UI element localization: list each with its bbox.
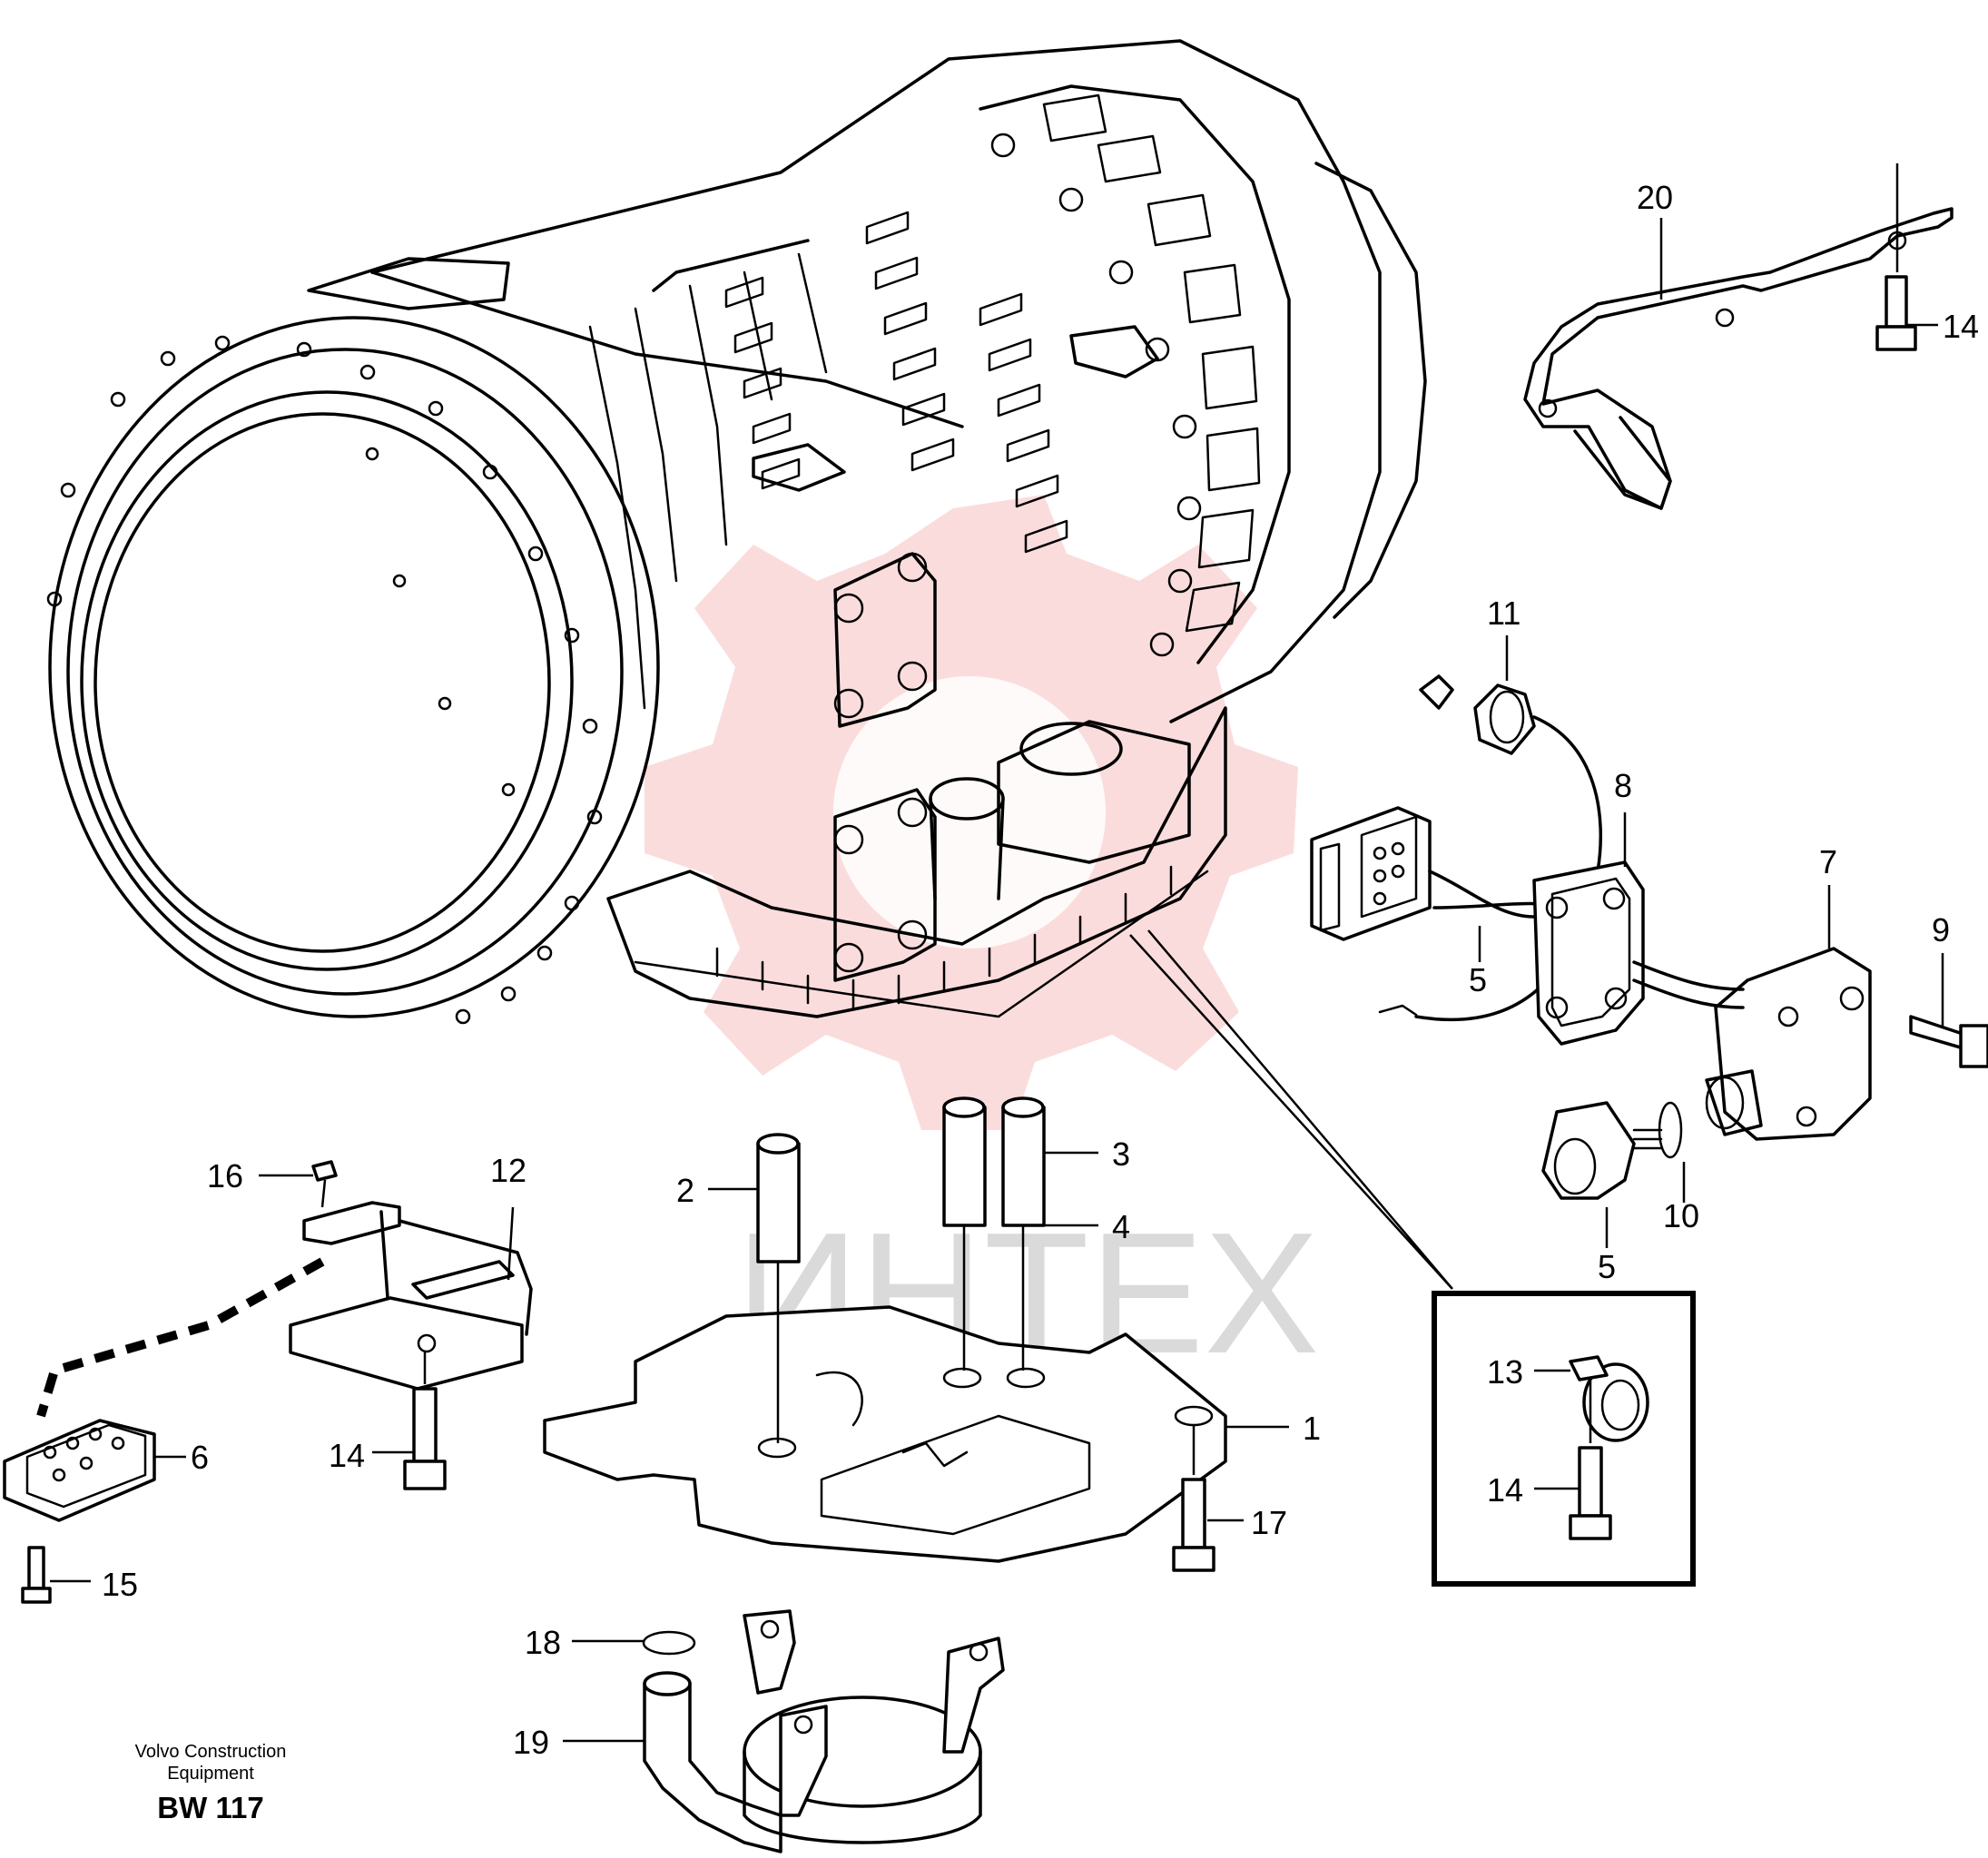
footer-drawing-code: BW 117 xyxy=(157,1791,263,1824)
callout-15: 15 xyxy=(102,1566,138,1603)
callout-5-harness: 5 xyxy=(1469,961,1487,998)
callout-10: 10 xyxy=(1663,1197,1699,1234)
footer-company-line1: Volvo Construction xyxy=(135,1742,287,1762)
callout-17: 17 xyxy=(1251,1504,1287,1541)
part-12-bracket xyxy=(289,1201,533,1391)
callout-12: 12 xyxy=(490,1152,527,1189)
part-2-sleeve xyxy=(756,1133,801,1443)
callout-labels: 20 14 11 8 7 9 5 10 5 16 12 2 3 4 1 6 14… xyxy=(102,179,1979,1761)
callout-1: 1 xyxy=(1303,1410,1321,1447)
part-3-4-sleeves xyxy=(942,1096,1046,1371)
bolt-15 xyxy=(21,1546,52,1604)
callout-8: 8 xyxy=(1614,767,1632,804)
part-13-clip xyxy=(1569,1355,1649,1442)
bolt-14-left xyxy=(403,1352,447,1490)
callout-16: 16 xyxy=(207,1157,243,1194)
part-18-oring xyxy=(642,1630,696,1656)
wiring-harness xyxy=(1310,674,1988,1200)
callout-14-top: 14 xyxy=(1943,308,1979,345)
callout-3: 3 xyxy=(1112,1135,1130,1173)
callout-20: 20 xyxy=(1637,179,1673,216)
part-20-bracket xyxy=(1523,207,1954,510)
detail-pointer xyxy=(1129,929,1453,1290)
leader-lines xyxy=(50,218,1944,1743)
transmission-housing xyxy=(46,39,1427,1025)
callout-11: 11 xyxy=(1487,595,1521,632)
part-6-relay xyxy=(3,1419,156,1522)
callout-4: 4 xyxy=(1112,1208,1130,1245)
part-1-plate xyxy=(543,1305,1227,1563)
nut-16 xyxy=(311,1160,338,1208)
callout-5-sensor: 5 xyxy=(1598,1248,1616,1285)
part-19-strainer xyxy=(643,1609,1005,1853)
callout-13: 13 xyxy=(1487,1353,1523,1391)
bolt-14-top xyxy=(1875,163,1917,351)
footer-company-line2: Equipment xyxy=(167,1764,254,1784)
bolt-14-detail xyxy=(1569,1380,1612,1540)
callout-14-detail: 14 xyxy=(1487,1471,1523,1509)
callout-18: 18 xyxy=(525,1624,561,1661)
callout-19: 19 xyxy=(513,1724,549,1761)
bolt-17 xyxy=(1172,1425,1215,1572)
callout-2: 2 xyxy=(676,1172,694,1209)
callout-14-left: 14 xyxy=(329,1437,365,1474)
callout-7: 7 xyxy=(1819,843,1837,880)
callout-6: 6 xyxy=(191,1439,209,1476)
detail-box xyxy=(1432,1291,1696,1587)
callout-9: 9 xyxy=(1932,911,1950,949)
relay-dashed-link xyxy=(36,1257,325,1418)
